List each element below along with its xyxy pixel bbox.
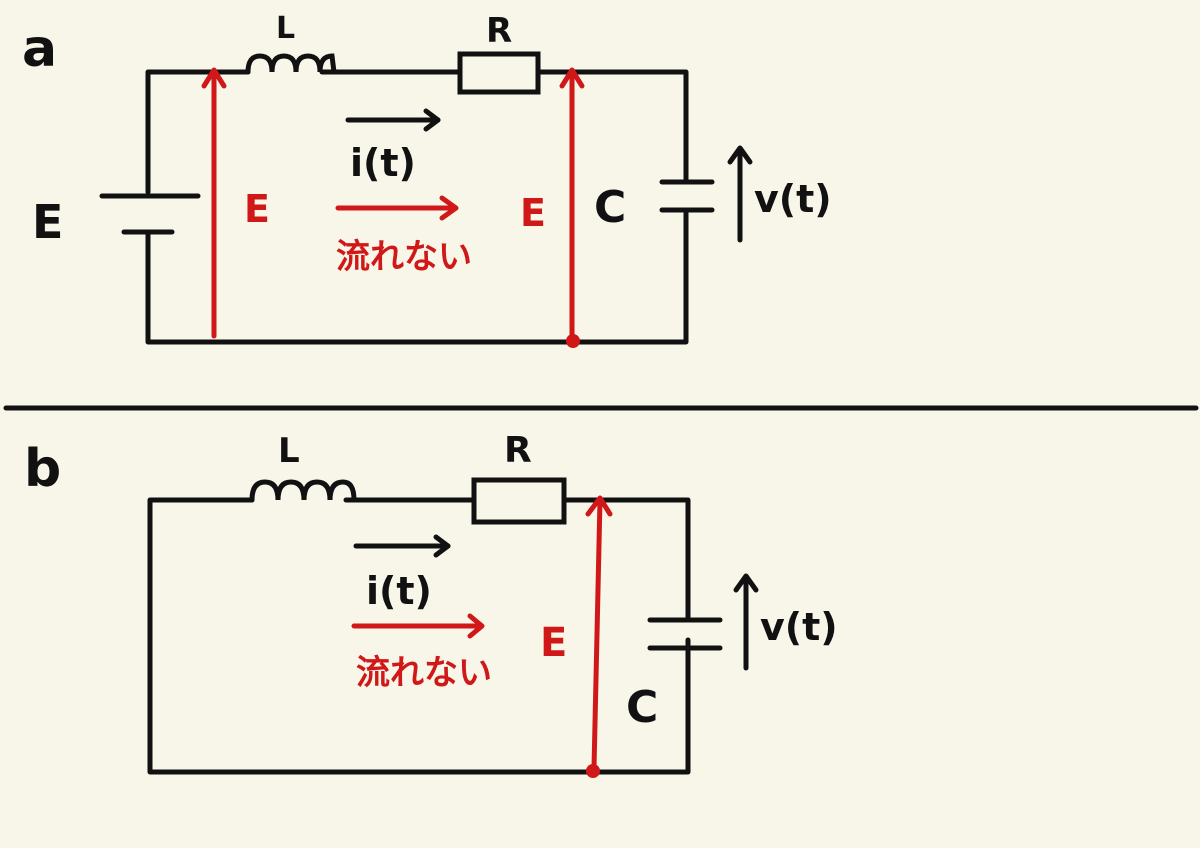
red-label-b: E bbox=[540, 620, 567, 666]
circuit-a: a L R E C v(t) bbox=[22, 11, 832, 348]
red-label-right-a: E bbox=[520, 191, 546, 235]
voltage-label-b: v(t) bbox=[760, 605, 838, 649]
voltage-label-a: v(t) bbox=[754, 177, 832, 221]
annotation-a: 流れない bbox=[336, 237, 472, 277]
red-node-dot-b bbox=[586, 764, 600, 778]
voltage-arrow-a bbox=[727, 145, 753, 243]
source-label-a: E bbox=[32, 195, 63, 249]
section-label-a: a bbox=[22, 19, 57, 79]
inductor-b bbox=[249, 479, 357, 503]
section-label-b: b bbox=[24, 439, 61, 499]
red-current-arrow-b bbox=[351, 613, 485, 639]
resistor-label-a: R bbox=[486, 11, 512, 51]
red-label-left-a: E bbox=[244, 187, 270, 231]
capacitor-label-b: C bbox=[626, 682, 658, 733]
inductor-label-a: L bbox=[276, 11, 295, 46]
current-label-b: i(t) bbox=[366, 569, 432, 613]
capacitor-b bbox=[647, 617, 723, 651]
resistor-b bbox=[471, 477, 567, 525]
red-current-arrow-a bbox=[335, 195, 459, 221]
current-arrow-a bbox=[345, 108, 441, 132]
red-voltage-arrow-left-a bbox=[201, 67, 227, 339]
red-voltage-arrow-right-a bbox=[559, 67, 585, 343]
inductor-a bbox=[245, 53, 337, 75]
red-node-dot-a bbox=[566, 334, 580, 348]
circuit-b: b L R C v(t) i(t) bbox=[24, 430, 838, 778]
capacitor-a bbox=[659, 179, 715, 213]
current-label-a: i(t) bbox=[350, 141, 416, 185]
resistor-label-b: R bbox=[504, 430, 532, 471]
battery-a bbox=[99, 193, 201, 235]
circuit-b-wires bbox=[147, 497, 691, 775]
capacitor-label-a: C bbox=[594, 182, 626, 233]
resistor-a bbox=[457, 51, 541, 95]
voltage-arrow-b bbox=[733, 573, 759, 671]
annotation-b: 流れない bbox=[356, 653, 492, 693]
inductor-label-b: L bbox=[278, 431, 300, 471]
red-voltage-arrow-b bbox=[585, 495, 613, 771]
current-arrow-b bbox=[353, 534, 451, 558]
